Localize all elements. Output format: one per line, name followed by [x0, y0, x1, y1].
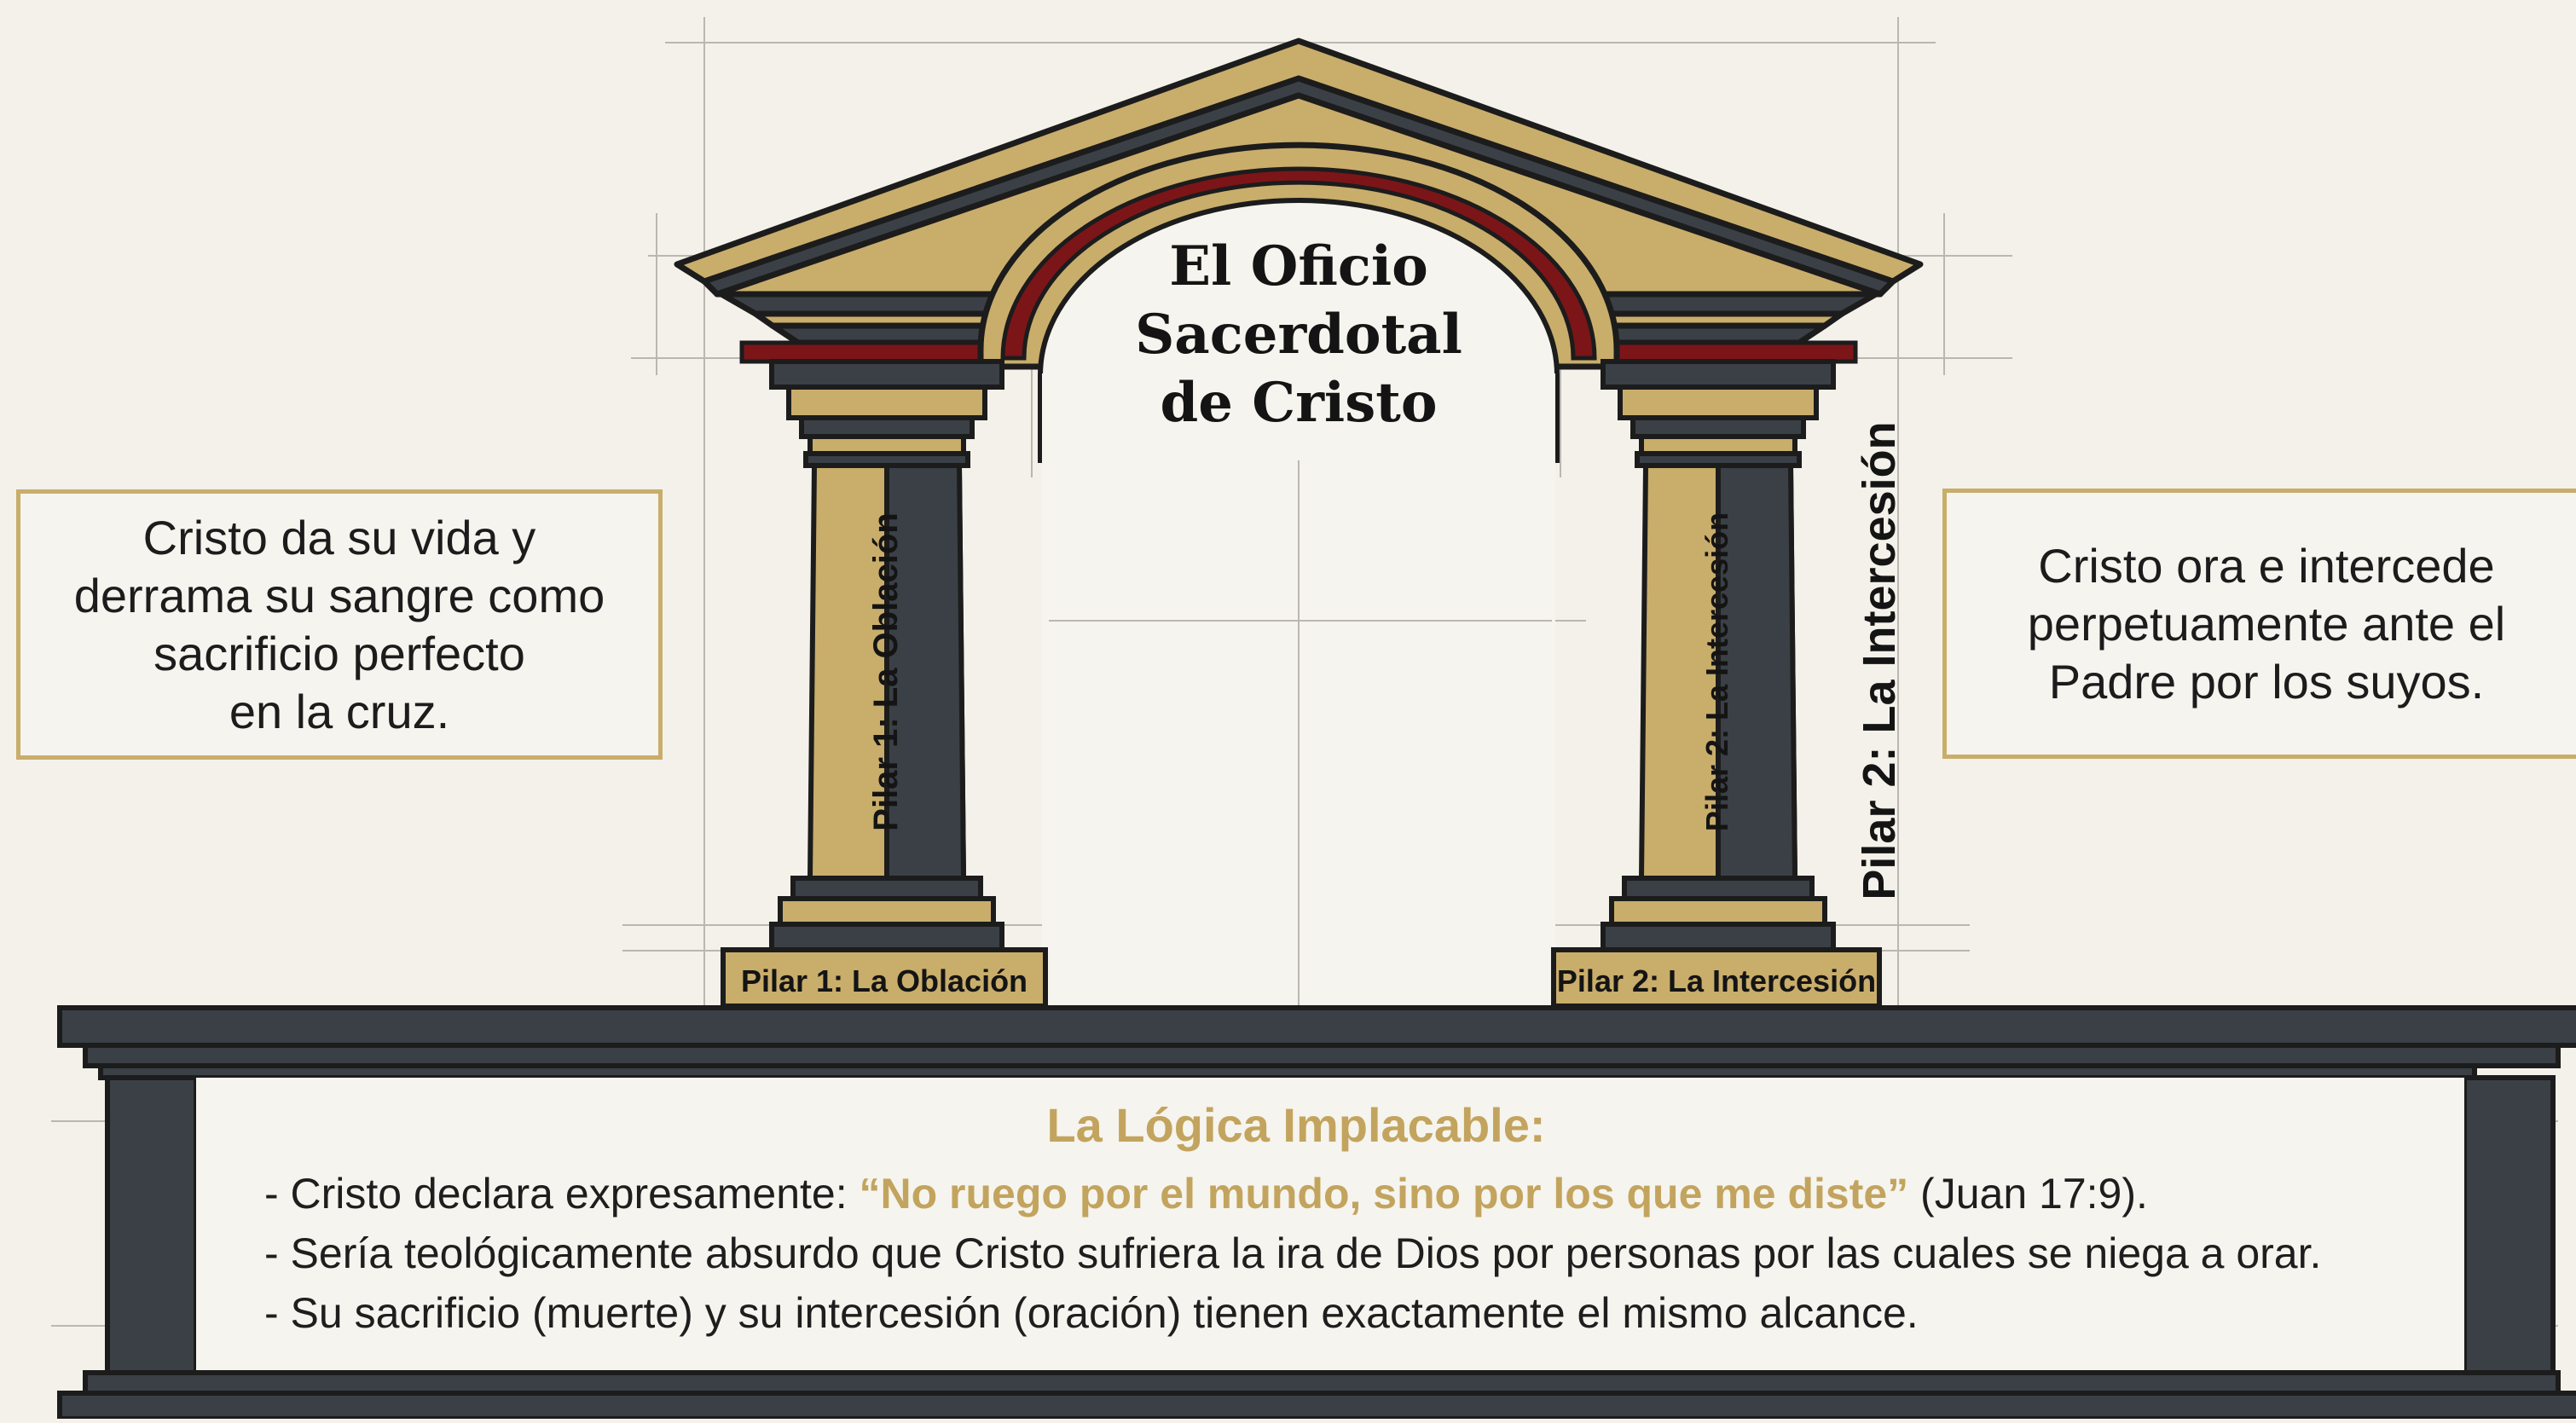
- logic-line-2: - Sería teológicamente absurdo que Crist…: [264, 1229, 2322, 1277]
- title-line-2: Sacerdotal: [1135, 303, 1462, 367]
- diagram-title: El Oficio Sacerdotal de Cristo: [1135, 234, 1462, 435]
- pillar-right-base-label: Pilar 2: La Intercesión: [1557, 963, 1876, 998]
- arch-opening-guides: [1049, 460, 1552, 1006]
- logic-line-1-quote: “No ruego por el mundo, sino por los que…: [859, 1170, 1909, 1218]
- logic-line-1-prefix: - Cristo declara expresamente:: [264, 1170, 860, 1218]
- pillar-left-base-label: Pilar 1: La Oblación: [741, 963, 1028, 998]
- pillar-right: [1551, 359, 1882, 1009]
- logic-panel: La Lógica Implacable: - Cristo declara e…: [196, 1096, 2464, 1337]
- logic-line-1: - Cristo declara expresamente: “No ruego…: [264, 1164, 2148, 1223]
- title-line-1: El Oficio: [1169, 234, 1428, 298]
- pillar-left-shaft-label: Pilar 1: La Oblación: [867, 512, 905, 830]
- title-line-3: de Cristo: [1161, 371, 1438, 435]
- logic-line-1-suffix: (Juan 17:9).: [1908, 1170, 2148, 1218]
- pillar-right-shaft-label: Pilar 2: La Intercesión: [1699, 512, 1734, 831]
- logic-title: La Lógica Implacable:: [1046, 1098, 1546, 1152]
- pillar-right-side-label: Pilar 2: La Intercesión: [1854, 421, 1905, 899]
- callout-oblation: Cristo da su vida y derrama su sangre co…: [16, 489, 663, 760]
- base-platform: [57, 1005, 2576, 1421]
- logic-line-3: - Su sacrificio (muerte) y su intercesió…: [264, 1289, 1919, 1337]
- callout-intercession: Cristo ora e intercede perpetuamente ant…: [1942, 489, 2576, 759]
- pillar-left: [721, 359, 1048, 1009]
